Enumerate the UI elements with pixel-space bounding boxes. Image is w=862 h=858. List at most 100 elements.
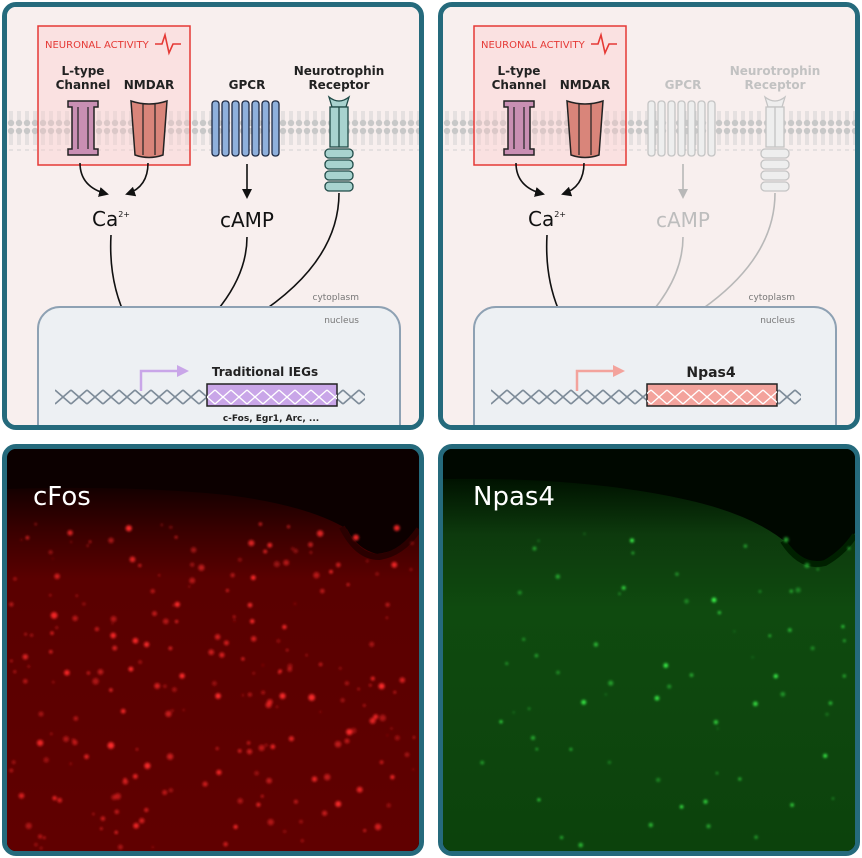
fluorescent-cell <box>362 704 366 707</box>
fluorescent-cell <box>249 619 255 624</box>
fluorescent-cell <box>753 701 758 707</box>
fluorescent-cell <box>247 602 253 608</box>
fluorescent-cell <box>223 640 229 646</box>
fluorescent-cell <box>152 611 157 616</box>
fluorescent-cell <box>385 602 390 607</box>
fluorescent-cell <box>108 537 114 544</box>
fluorescent-cell <box>22 654 29 660</box>
fluorescent-cell <box>226 589 229 592</box>
fluorescent-cell <box>39 846 43 850</box>
fluorescent-cell <box>219 652 225 658</box>
pathway-diagram-npas4: NEURONAL ACTIVITY L-type Channel NMDAR G… <box>438 2 860 430</box>
fluorescent-cell <box>828 701 833 705</box>
fluorescent-cell <box>154 682 161 689</box>
fluorescent-cell <box>237 557 242 562</box>
diagram-svg-left: NEURONAL ACTIVITY L-type Channel NMDAR G… <box>7 7 419 425</box>
fluorescent-cell <box>733 630 736 633</box>
ltype-channel-icon <box>67 100 99 156</box>
fluorescent-cell <box>410 541 414 545</box>
fluorescent-cell <box>412 736 416 739</box>
fluorescent-cell <box>706 824 711 829</box>
fluorescent-cell <box>393 690 397 694</box>
fluorescent-cell <box>175 619 179 624</box>
fluorescent-cell <box>604 693 607 696</box>
fluorescent-cell <box>132 774 138 779</box>
fluorescent-cell <box>111 622 114 625</box>
ltype-label-line2: Channel <box>56 78 111 92</box>
fluorescent-cell <box>287 525 290 529</box>
fluorescent-cell <box>334 740 342 748</box>
fluorescent-cell <box>241 657 245 661</box>
fluorescent-cell <box>375 572 379 576</box>
fluorescent-cell <box>583 532 586 535</box>
fluorescent-cell <box>36 739 44 747</box>
fluorescent-cell <box>230 573 235 578</box>
fluorescent-cell <box>252 671 255 675</box>
fluorescent-cell <box>48 550 53 555</box>
fluorescent-cell <box>114 809 120 815</box>
fluorescent-cell <box>282 624 287 630</box>
fluorescent-cell <box>135 748 139 751</box>
neurotrophin-receptor-icon <box>324 95 354 192</box>
fluorescent-cell <box>273 561 280 568</box>
fluorescent-cell <box>344 681 349 686</box>
fluorescent-cell <box>329 570 333 574</box>
fluorescent-cell <box>369 717 376 724</box>
fluorescent-cell <box>143 641 150 648</box>
fluorescent-cell <box>399 677 406 683</box>
fluorescent-cell <box>158 574 161 577</box>
fluorescent-cell <box>223 842 228 847</box>
fluorescent-cell <box>409 568 413 571</box>
cytoplasm-label: cytoplasm <box>313 293 360 303</box>
fluorescent-cell <box>172 687 177 692</box>
fluorescent-cell <box>535 748 538 751</box>
fluorescent-cell <box>843 639 846 642</box>
fluorescent-cell <box>352 534 359 541</box>
fluorescent-cell <box>675 572 679 576</box>
fluorescent-cell <box>250 575 256 581</box>
fluorescent-cell <box>246 748 253 755</box>
fluorescent-cell <box>357 687 360 691</box>
nmdar-label: NMDAR <box>560 78 610 92</box>
promoter-arrow-icon <box>139 369 179 391</box>
fluorescent-cell <box>321 810 328 816</box>
nmdar-icon <box>566 99 604 159</box>
fluorescent-cell <box>248 540 255 547</box>
npas4-label: Npas4 <box>473 482 555 512</box>
fluorescent-cell <box>114 830 118 834</box>
fluorescent-cell <box>578 842 583 848</box>
ltype-label-line1: L-type <box>62 64 105 78</box>
fluorescent-cell <box>69 762 72 766</box>
neurotrophin-label-line2-faded: Receptor <box>744 78 805 92</box>
neuronal-activity-label: NEURONAL ACTIVITY <box>45 40 150 51</box>
fluorescent-cell <box>716 727 719 730</box>
fluorescent-cell <box>522 637 526 641</box>
fluorescent-cell <box>279 692 286 700</box>
fluorescent-cell <box>319 711 322 713</box>
fluorescent-cell <box>139 818 145 824</box>
fluorescent-cell <box>75 594 78 597</box>
fluorescent-cell <box>198 564 205 571</box>
neurotrophin-receptor-icon-faded <box>760 95 790 192</box>
fluorescent-cell <box>88 540 92 543</box>
fluorescent-cell <box>92 678 99 685</box>
fluorescent-cell <box>170 709 174 712</box>
fluorescent-cell <box>569 747 573 751</box>
fluorescent-cell <box>117 844 123 850</box>
fluorescent-cell <box>151 846 154 849</box>
fluorescent-cell <box>264 743 268 747</box>
calcium-label: Ca2+ <box>92 207 130 231</box>
fluorescent-cell <box>86 544 89 547</box>
fluorescent-cell <box>94 627 99 632</box>
fluorescent-cell <box>810 646 815 651</box>
fluorescent-cell <box>386 734 389 737</box>
fluorescent-cell <box>270 744 276 750</box>
fluorescent-cell <box>51 557 54 560</box>
fluorescent-cell <box>275 705 279 709</box>
fluorescent-cell <box>50 612 58 619</box>
npas4-micrograph: Npas4 <box>438 444 860 856</box>
fluorescent-cell <box>34 522 37 526</box>
gpcr-label-faded: GPCR <box>665 78 702 92</box>
fluorescent-cell <box>530 735 536 740</box>
fluorescent-cell <box>100 816 106 821</box>
